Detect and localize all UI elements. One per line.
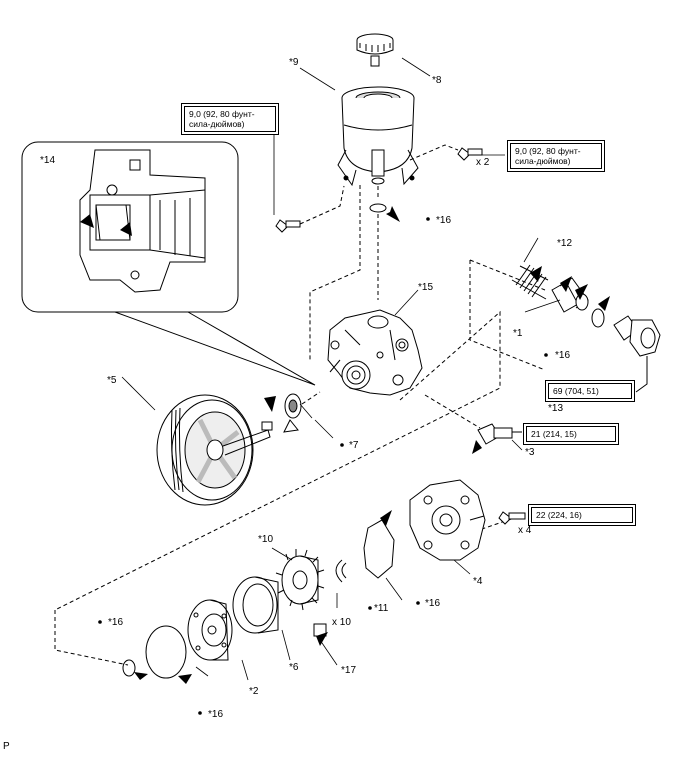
label-part-1: *1 [513,328,523,339]
torque-sensor: 21 (214, 15) [523,423,619,445]
label-part-3: *3 [525,447,535,458]
reservoir-cap [356,33,394,67]
gasket [363,519,395,579]
label-part-5: *5 [107,375,117,386]
pump-body [327,309,423,396]
qty-vanes: x 10 [332,617,351,628]
qty-reservoir-bolts: x 2 [476,157,490,168]
arrows [80,206,610,684]
flow-control-valve [551,277,589,313]
rear-housing [409,479,486,561]
label-part-6: *6 [289,662,299,673]
label-part-13: *13 [548,403,564,414]
label-part-17: *17 [341,665,357,676]
label-part-16-large: *16 [208,709,224,720]
label-part-2: *2 [249,686,259,697]
torque-reservoir-right: 9,0 (92, 80 фунт- сила-дюймов) [507,140,605,172]
label-part-15: *15 [418,282,434,293]
label-part-12: *12 [557,238,573,249]
flow-control-spring [511,264,549,300]
o-ring-reservoir [369,203,387,213]
label-part-7: *7 [349,440,359,451]
rotor [275,549,325,611]
qty-cover-bolts: x 4 [518,525,532,536]
reservoir [337,86,419,187]
bolt-right [457,147,483,161]
pulley [156,394,273,506]
label-part-10: *10 [258,534,274,545]
hollow-arrow [283,419,299,433]
label-part-16-small: *16 [108,617,124,628]
label-part-11: *11 [374,603,389,614]
torque-reservoir-left: 9,0 (92, 80 фунт- сила-дюймов) [181,103,279,135]
cover-bolt [498,511,526,525]
torque-cover-bolt: 22 (224, 16) [528,504,636,526]
pressure-switch [477,423,522,445]
o-ring-large [145,625,187,679]
snap-ring [335,559,347,583]
o-ring-small [122,659,136,677]
bullets [98,217,548,715]
bolt-left [275,219,301,233]
label-part-9: *9 [289,57,299,68]
label-part-4: *4 [473,576,483,587]
union [613,315,661,393]
label-part-16-union: *16 [555,350,571,361]
footer-code: P [3,741,10,752]
front-plate [187,599,233,661]
torque-union: 69 (704, 51) [545,380,635,402]
label-part-16-gasket: *16 [425,598,441,609]
label-part-14: *14 [40,155,56,166]
detail-callout [21,141,316,386]
cam-ring [232,576,279,634]
o-ring-union [591,308,605,328]
label-part-8: *8 [432,75,442,86]
oil-seal [284,393,302,419]
label-part-16-reservoir: *16 [436,215,452,226]
leader-lines [121,57,561,681]
